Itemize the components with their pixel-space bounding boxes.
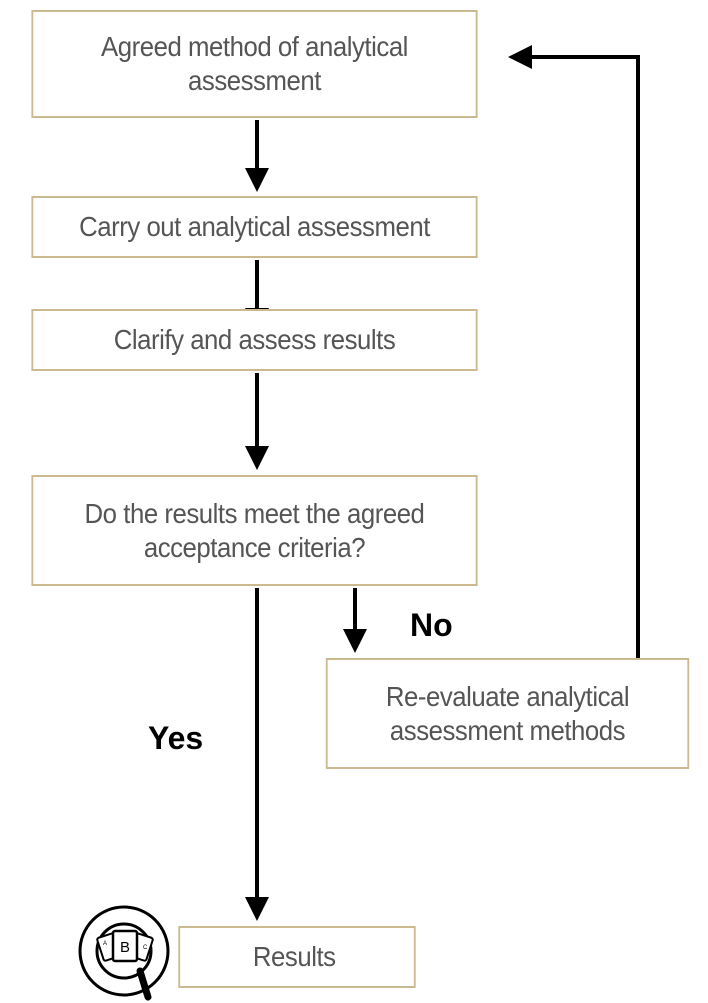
node-clarify-label: Clarify and assess results [113,324,396,356]
node-decision-label: Do the results meet the agreed acceptanc… [84,497,425,563]
edge-label-yes: Yes [148,720,204,756]
node-agreed-method: Agreed method of analytical assessment [31,10,478,118]
icon-center-letter: B [120,939,130,956]
node-clarify-results: Clarify and assess results [31,309,478,371]
magnifier-documents-icon: B A C [78,905,170,1001]
node-acceptance-decision: Do the results meet the agreed acceptanc… [31,475,478,586]
node-carry-out-assessment: Carry out analytical assessment [31,196,478,258]
svg-text:A: A [103,941,107,947]
edge-label-no: No [410,607,453,643]
node-results: Results [178,926,416,988]
arrow-loop-back-to-agreed [508,45,640,658]
node-reevaluate-label: Re-evaluate analytical assessment method… [385,680,630,746]
node-agreed-method-label: Agreed method of analytical assessment [101,31,408,96]
node-reevaluate-methods: Re-evaluate analytical assessment method… [325,658,690,769]
node-carry-out-label: Carry out analytical assessment [79,211,430,243]
svg-text:C: C [143,945,148,951]
node-results-label: Results [252,941,336,973]
